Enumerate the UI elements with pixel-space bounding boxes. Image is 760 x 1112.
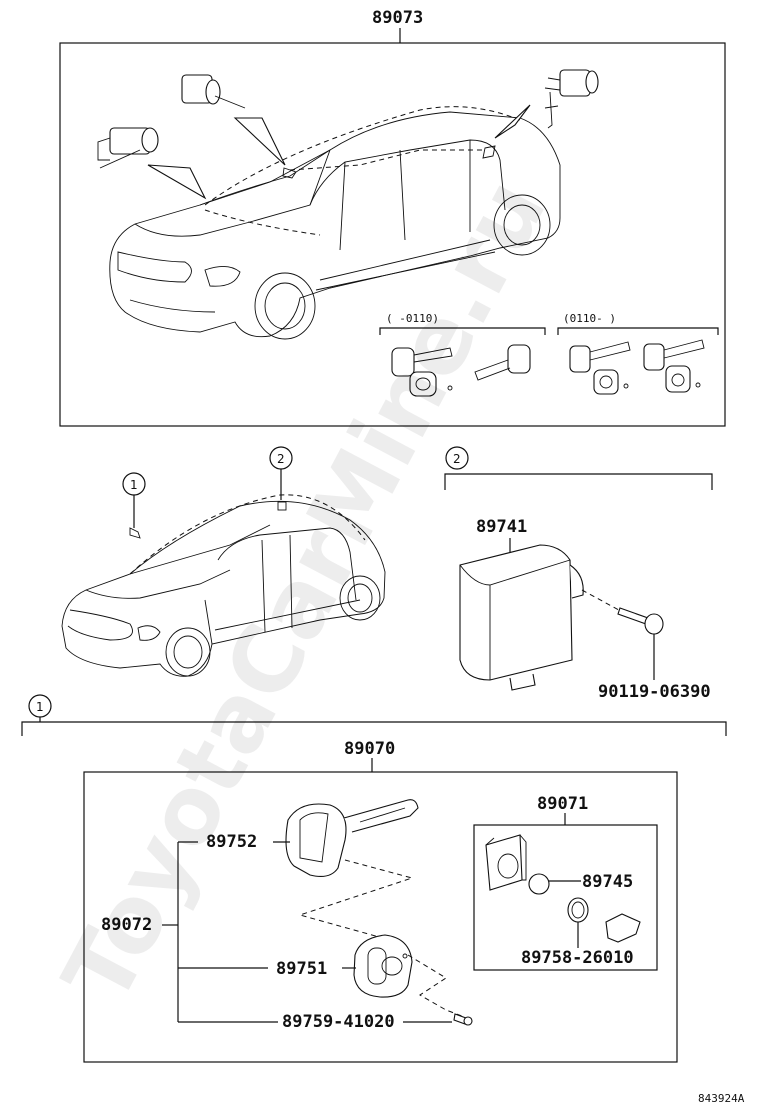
figure-code: 843924A [698,1092,745,1105]
callout-2: 2 [277,452,285,466]
bottom-group-frame [83,771,678,1063]
bottom-group: 1 89070 890 [21,694,727,1063]
ecu-group: 2 89741 90119-06390 [444,446,713,702]
bolt [617,607,664,635]
key-plate-drawing [353,934,413,998]
car-top-drawing [109,106,561,340]
group2-callout: 2 [453,452,461,466]
key-drawing [285,799,419,877]
immobilizer-part-label: 89745 [582,872,633,892]
keys-bracket-right: (0110- ) [557,312,719,395]
trunk-lock-cylinder [482,69,599,159]
car-middle-drawing [61,494,386,677]
top-group: 89073 [59,8,726,427]
main-part-label: 89070 [344,739,395,759]
screw-drawing [453,1013,473,1026]
door-lock-cylinder-left [97,127,207,200]
middle-car-group: 1 2 [61,446,386,677]
bracket-right-label: (0110- ) [563,312,616,325]
immobilizer-cap [528,873,550,895]
transponder-ecu [459,544,584,691]
top-group-frame [59,42,726,427]
bottom-callout: 1 [36,700,44,714]
screw-label: 89759-41020 [282,1012,395,1032]
bracket-clip-drawing [605,913,641,943]
keys-bracket-left: ( -0110) [379,312,546,397]
ignition-lock-cylinder [181,74,297,179]
callout-1: 1 [130,478,138,492]
bolt-part-label: 90119-06390 [598,682,711,702]
bracket-left-label: ( -0110) [386,312,439,325]
top-part-number: 89073 [372,8,423,28]
immobilizer-group-label: 89071 [537,794,588,814]
immobilizer-frame [473,824,658,971]
key-plate-label: 89751 [276,959,327,979]
key-set-label: 89072 [101,915,152,935]
key-label: 89752 [206,832,257,852]
ecu-part-label: 89741 [476,517,527,537]
immobilizer-amplifier [485,834,527,891]
ring-part-label: 89758-26010 [521,948,634,968]
